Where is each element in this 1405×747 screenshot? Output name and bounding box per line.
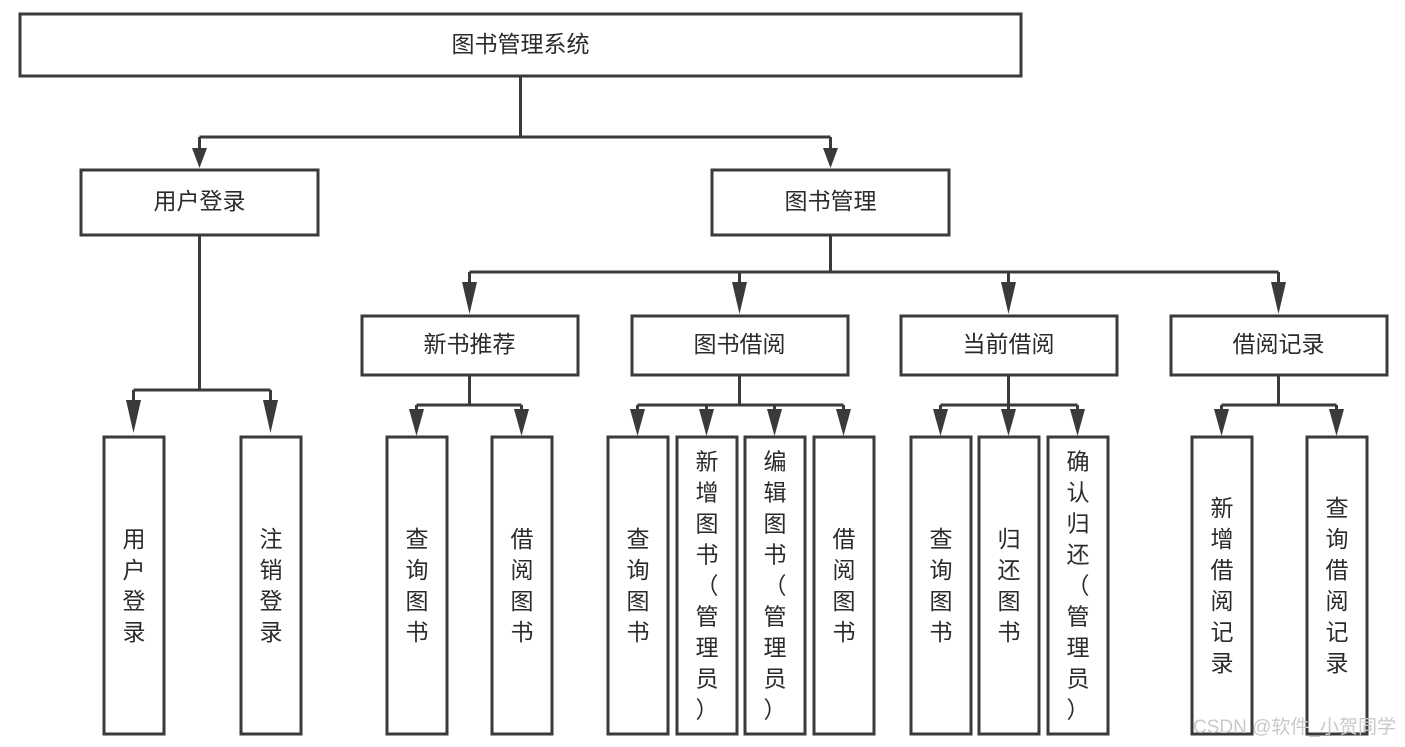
arrow-head-leaf-return-book (1001, 409, 1016, 436)
arrow-head-leaf-user-login (126, 400, 141, 433)
arrow-head-leaf-query-book-3 (933, 409, 948, 436)
leaf-user-login[interactable]: 用户登录 (102, 435, 166, 736)
node-book-manage-label: 图书管理 (785, 188, 877, 214)
leaf-query-book-1[interactable]: 查询图书 (385, 435, 449, 736)
arrow-head-leaf-borrow-book-2 (836, 409, 851, 436)
leaf-query-book-2-label: 查询图书 (627, 526, 650, 645)
arrow-head-leaf-add-record (1214, 409, 1229, 436)
leaf-query-book-3-label: 查询图书 (930, 526, 953, 645)
watermark-label: CSDN @软件_小贺同学 (1193, 716, 1396, 738)
leaf-query-book-3-box[interactable] (909, 435, 973, 736)
leaf-add-book-label: 新增图书（管理员） (696, 449, 719, 723)
arrow-head-book-manage (823, 148, 838, 168)
leaf-query-book-1-label: 查询图书 (406, 526, 429, 645)
arrow-head-leaf-logout (263, 400, 278, 433)
arrow-head-current-borrow (1001, 282, 1016, 314)
arrow-head-leaf-query-record (1329, 409, 1344, 436)
node-book-manage-box[interactable] (710, 168, 951, 237)
leaf-query-record[interactable]: 查询借阅记录 (1305, 435, 1369, 736)
leaf-logout-box[interactable] (239, 435, 303, 736)
leaf-add-book-box[interactable] (675, 435, 739, 736)
node-current-borrow[interactable]: 当前借阅 (899, 314, 1119, 377)
leaf-edit-book[interactable]: 编辑图书（管理员） (743, 435, 807, 736)
arrow-head-user-login (192, 148, 207, 168)
arrow-head-leaf-edit-book (767, 409, 782, 436)
leaf-add-record-label: 新增借阅记录 (1211, 495, 1234, 676)
arrow-head-new-book-recommend (462, 282, 477, 314)
leaf-borrow-book-1[interactable]: 借阅图书 (490, 435, 554, 736)
leaf-query-record-box[interactable] (1305, 435, 1369, 736)
leaf-add-record-box[interactable] (1190, 435, 1254, 736)
leaf-query-book-2-box[interactable] (606, 435, 670, 736)
node-new-book-recommend-box[interactable] (360, 314, 580, 377)
leaf-query-book-2[interactable]: 查询图书 (606, 435, 670, 736)
node-current-borrow-box[interactable] (899, 314, 1119, 377)
leaf-borrow-book-2-label: 借阅图书 (833, 526, 856, 645)
arrow-head-borrow-record (1271, 282, 1286, 314)
leaf-add-book[interactable]: 新增图书（管理员） (675, 435, 739, 736)
node-user-login-label: 用户登录 (154, 188, 246, 214)
leaf-add-record[interactable]: 新增借阅记录 (1190, 435, 1254, 736)
node-new-book-recommend-label: 新书推荐 (424, 331, 516, 357)
leaf-query-book-3[interactable]: 查询图书 (909, 435, 973, 736)
node-user-login[interactable]: 用户登录 (79, 168, 320, 237)
leaf-logout-label: 注销登录 (260, 526, 283, 645)
node-borrow-record-label: 借阅记录 (1233, 331, 1325, 357)
arrow-head-leaf-borrow-book-1 (514, 409, 529, 436)
node-root-label: 图书管理系统 (452, 31, 590, 57)
node-book-borrow-label: 图书借阅 (694, 331, 786, 357)
arrow-head-leaf-add-book (699, 409, 714, 436)
leaf-logout[interactable]: 注销登录 (239, 435, 303, 736)
leaf-edit-book-box[interactable] (743, 435, 807, 736)
node-book-borrow[interactable]: 图书借阅 (630, 314, 850, 377)
leaf-borrow-book-2[interactable]: 借阅图书 (812, 435, 876, 736)
arrow-head-leaf-confirm-return (1070, 409, 1085, 436)
leaf-edit-book-label: 编辑图书（管理员） (764, 449, 787, 723)
leaf-query-record-label: 查询借阅记录 (1326, 495, 1349, 676)
node-root-box[interactable] (18, 12, 1023, 78)
leaf-query-book-1-box[interactable] (385, 435, 449, 736)
leaf-user-login-box[interactable] (102, 435, 166, 736)
leaf-borrow-book-1-label: 借阅图书 (511, 526, 534, 645)
leaf-confirm-return-box[interactable] (1046, 435, 1110, 736)
connector-group (126, 77, 1344, 436)
node-borrow-record-box[interactable] (1169, 314, 1389, 377)
leaf-user-login-label: 用户登录 (123, 526, 146, 645)
leaf-borrow-book-2-box[interactable] (812, 435, 876, 736)
leaf-return-book[interactable]: 归还图书 (977, 435, 1041, 736)
node-root[interactable]: 图书管理系统 (18, 12, 1023, 78)
leaf-confirm-return[interactable]: 确认归还（管理员） (1046, 435, 1110, 736)
leaf-return-book-box[interactable] (977, 435, 1041, 736)
node-current-borrow-label: 当前借阅 (963, 331, 1055, 357)
leaf-confirm-return-label: 确认归还（管理员） (1067, 449, 1090, 723)
leaf-borrow-book-1-box[interactable] (490, 435, 554, 736)
node-new-book-recommend[interactable]: 新书推荐 (360, 314, 580, 377)
node-borrow-record[interactable]: 借阅记录 (1169, 314, 1389, 377)
arrow-head-book-borrow (732, 282, 747, 314)
arrow-head-leaf-query-book-1 (409, 409, 424, 436)
node-book-manage[interactable]: 图书管理 (710, 168, 951, 237)
node-user-login-box[interactable] (79, 168, 320, 237)
node-book-borrow-box[interactable] (630, 314, 850, 377)
arrow-head-leaf-query-book-2 (630, 409, 645, 436)
leaf-return-book-label: 归还图书 (998, 526, 1021, 645)
